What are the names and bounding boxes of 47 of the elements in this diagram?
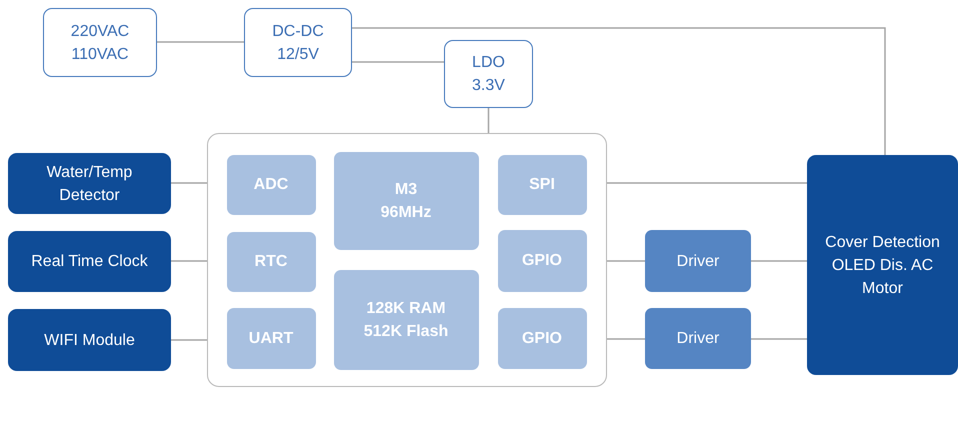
block-label: RTC (254, 252, 288, 272)
power-block (444, 40, 533, 108)
connector-line (171, 260, 207, 262)
peripheral-block (498, 308, 586, 368)
connector-line (607, 260, 645, 262)
module-block (8, 309, 171, 371)
peripheral-block (498, 230, 586, 292)
module-block (8, 153, 171, 214)
block-label: UART (248, 328, 294, 348)
block-label: 128K RAM 512K Flash (362, 298, 450, 342)
block-label: Water/Temp Detector (46, 162, 134, 206)
connector-line (607, 338, 645, 340)
block-label: SPI (529, 175, 555, 195)
power-block (43, 8, 157, 77)
block-label: ADC (254, 175, 288, 195)
block-label: Driver (676, 252, 720, 272)
block-label: Driver (676, 329, 720, 349)
block-label: 220VAC 110VAC (70, 22, 130, 64)
block-label: DC-DC 12/5V (271, 22, 325, 64)
driver-block (645, 308, 751, 369)
connector-line (171, 339, 207, 341)
driver-block (645, 230, 751, 292)
block-label: Cover Detection OLED Dis. AC Motor (824, 232, 941, 298)
connector-line (157, 41, 244, 43)
microcontroller-box (207, 133, 607, 387)
module-block (8, 231, 171, 292)
block-label: GPIO (522, 328, 562, 348)
block-label: M3 96MHz (380, 180, 432, 222)
connector-line (488, 108, 490, 133)
block-label: Real Time Clock (31, 252, 148, 272)
connector-line (751, 260, 807, 262)
peripheral-block (226, 232, 316, 292)
peripheral-block (226, 308, 316, 368)
module-block (807, 155, 958, 375)
peripheral-block (334, 152, 478, 250)
peripheral-block (498, 154, 586, 214)
power-block (244, 8, 352, 77)
connector-line (171, 182, 207, 184)
connector-line (607, 182, 807, 184)
block-label: LDO 3.3V (471, 53, 506, 96)
connector-line (352, 61, 444, 63)
connector-line (352, 27, 886, 155)
block-label: WIFI Module (44, 330, 135, 350)
connector-line (751, 338, 807, 340)
block-label: GPIO (522, 251, 562, 271)
peripheral-block (334, 270, 478, 370)
peripheral-block (226, 154, 316, 214)
